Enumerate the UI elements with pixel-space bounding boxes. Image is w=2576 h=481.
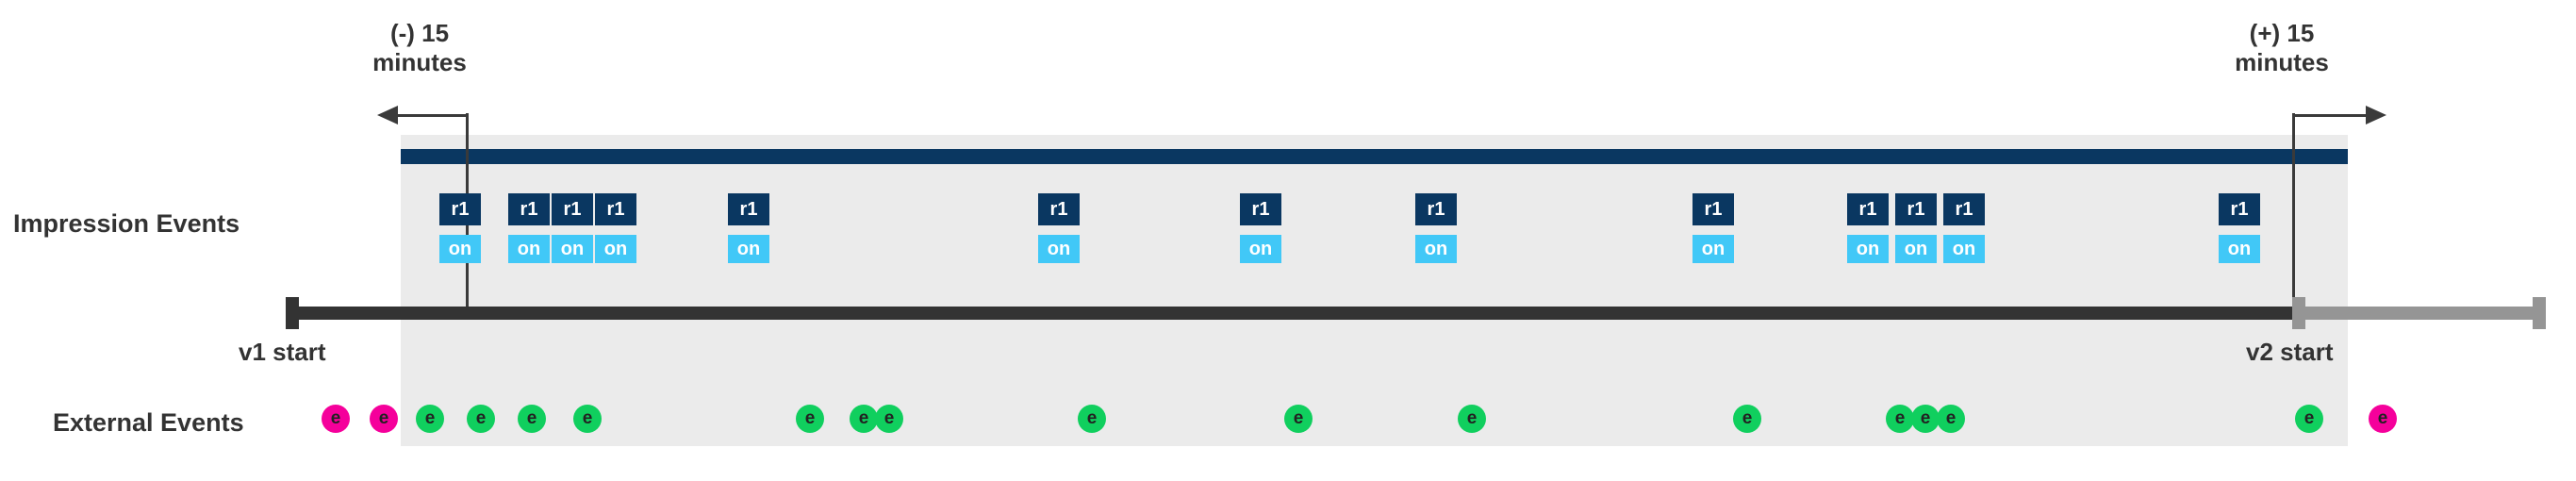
impression-rule-badge: r1 bbox=[508, 193, 550, 225]
impression-rule-badge: r1 bbox=[728, 193, 769, 225]
impression-event: r1 on bbox=[1847, 193, 1889, 263]
impression-rule-badge: r1 bbox=[1693, 193, 1734, 225]
impression-state-badge: on bbox=[1943, 235, 1985, 263]
external-event-dot: e bbox=[1458, 405, 1486, 433]
impression-state-badge: on bbox=[508, 235, 550, 263]
external-event-dot: e bbox=[2295, 405, 2323, 433]
impression-state-badge: on bbox=[439, 235, 481, 263]
impression-state-badge: on bbox=[1693, 235, 1734, 263]
external-event-dot: e bbox=[1078, 405, 1106, 433]
external-event-dot: e bbox=[370, 405, 398, 433]
impression-state-badge: on bbox=[1847, 235, 1889, 263]
impression-event: r1 on bbox=[2219, 193, 2260, 263]
impression-event: r1 on bbox=[1240, 193, 1281, 263]
impression-rule-badge: r1 bbox=[1895, 193, 1937, 225]
impression-state-badge: on bbox=[552, 235, 593, 263]
v2-timeline-bar bbox=[2292, 307, 2546, 320]
external-event-dot: e bbox=[322, 405, 350, 433]
callout-minus-15-line2: minutes bbox=[372, 48, 467, 76]
impression-rule-badge: r1 bbox=[1847, 193, 1889, 225]
impression-rule-badge: r1 bbox=[439, 193, 481, 225]
impression-event: r1 on bbox=[1943, 193, 1985, 263]
callout-minus-15: (-) 15 minutes bbox=[335, 19, 504, 77]
impression-event: r1 on bbox=[1895, 193, 1937, 263]
callout-plus-15-line bbox=[2292, 114, 2366, 117]
external-event-dot: e bbox=[796, 405, 824, 433]
external-events-label: External Events bbox=[53, 408, 244, 437]
callout-plus-15-line2: minutes bbox=[2235, 48, 2329, 76]
impression-state-badge: on bbox=[2219, 235, 2260, 263]
impression-rule-badge: r1 bbox=[595, 193, 636, 225]
version-bar bbox=[401, 149, 2348, 164]
impression-event: r1 on bbox=[439, 193, 481, 263]
arrow-right-icon bbox=[2366, 106, 2386, 124]
impression-state-badge: on bbox=[1415, 235, 1457, 263]
attribution-window-band bbox=[401, 135, 2348, 446]
impression-event: r1 on bbox=[508, 193, 550, 263]
v1-timeline-start-cap bbox=[286, 297, 299, 329]
v2-timeline-end-cap bbox=[2533, 297, 2546, 329]
impression-event: r1 on bbox=[1038, 193, 1080, 263]
external-event-dot: e bbox=[2369, 405, 2397, 433]
v1-start-label: v1 start bbox=[239, 338, 326, 366]
impression-state-badge: on bbox=[1895, 235, 1937, 263]
external-event-dot: e bbox=[467, 405, 495, 433]
impression-event: r1 on bbox=[1415, 193, 1457, 263]
external-event-dot: e bbox=[1886, 405, 1914, 433]
callout-plus-15: (+) 15 minutes bbox=[2197, 19, 2367, 77]
external-event-dot: e bbox=[573, 405, 602, 433]
impression-rule-badge: r1 bbox=[1038, 193, 1080, 225]
external-event-dot: e bbox=[1911, 405, 1940, 433]
impression-rule-badge: r1 bbox=[552, 193, 593, 225]
callout-plus-15-line1: (+) 15 bbox=[2249, 19, 2315, 47]
impression-event: r1 on bbox=[1693, 193, 1734, 263]
external-event-dot: e bbox=[1937, 405, 1965, 433]
external-event-dot: e bbox=[850, 405, 878, 433]
callout-minus-15-line bbox=[394, 114, 468, 117]
callout-minus-15-line1: (-) 15 bbox=[389, 19, 450, 47]
impression-rule-badge: r1 bbox=[1943, 193, 1985, 225]
v1-timeline-bar bbox=[286, 307, 2292, 320]
impression-rule-badge: r1 bbox=[1415, 193, 1457, 225]
window-end-marker bbox=[2292, 113, 2295, 319]
external-event-dot: e bbox=[416, 405, 444, 433]
impression-events-label: Impression Events bbox=[13, 209, 240, 238]
external-event-dot: e bbox=[1284, 405, 1313, 433]
impression-state-badge: on bbox=[595, 235, 636, 263]
impression-state-badge: on bbox=[1240, 235, 1281, 263]
impression-state-badge: on bbox=[1038, 235, 1080, 263]
v2-start-label: v2 start bbox=[2246, 338, 2334, 366]
impression-rule-badge: r1 bbox=[1240, 193, 1281, 225]
external-event-dot: e bbox=[875, 405, 903, 433]
impression-rule-badge: r1 bbox=[2219, 193, 2260, 225]
v2-timeline-start-cap bbox=[2292, 297, 2305, 329]
external-event-dot: e bbox=[1733, 405, 1761, 433]
impression-event: r1 on bbox=[595, 193, 636, 263]
impression-state-badge: on bbox=[728, 235, 769, 263]
external-event-dot: e bbox=[518, 405, 546, 433]
arrow-left-icon bbox=[377, 106, 398, 124]
impression-event: r1 on bbox=[728, 193, 769, 263]
impression-event: r1 on bbox=[552, 193, 593, 263]
